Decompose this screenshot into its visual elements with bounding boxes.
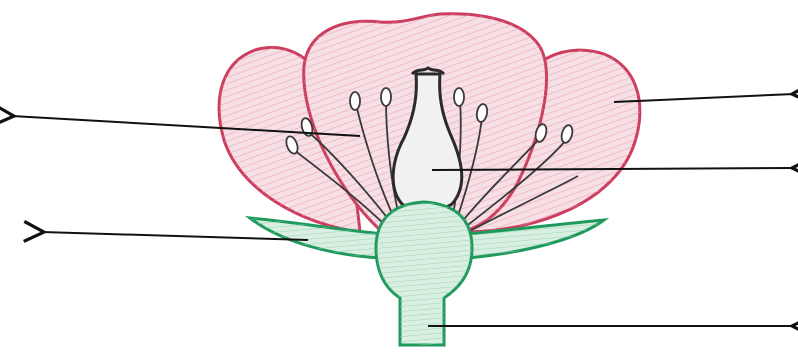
arrow-sepal xyxy=(42,232,308,240)
arrow-petal xyxy=(614,94,794,102)
